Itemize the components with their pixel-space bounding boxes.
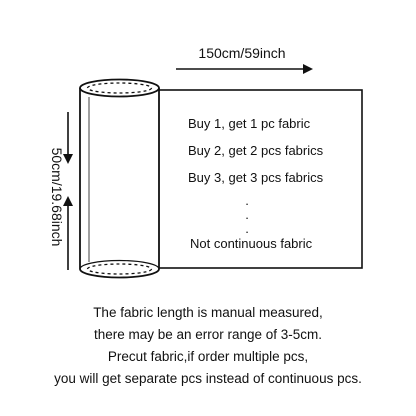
fabric-roll: [79, 78, 160, 279]
continuation-dot-1: .: [245, 193, 249, 208]
continuation-dot-3: .: [245, 221, 249, 236]
fabric-roll-body: [80, 88, 159, 269]
notes-block: The fabric length is manual measured, th…: [0, 302, 416, 390]
note-line-3: Precut fabric,if order multiple pcs,: [107, 349, 309, 364]
fabric-roll-bottom-arc: [79, 268, 160, 279]
fabric-roll-bottom-core: [86, 263, 153, 275]
note-line-1: The fabric length is manual measured,: [93, 305, 323, 320]
offer-line-3: Buy 3, get 3 pcs fabrics: [188, 170, 324, 185]
fabric-roll-bottom-back-arc: [79, 259, 160, 270]
offer-line-2: Buy 2, get 2 pcs fabrics: [188, 143, 324, 158]
fabric-roll-top-ellipse: [79, 78, 160, 98]
continuation-dot-2: .: [245, 207, 249, 222]
fabric-sheet: [157, 89, 363, 269]
note-line-2: there may be an error range of 3-5cm.: [93, 327, 323, 342]
note-line-4: you will get separate pcs instead of con…: [54, 371, 362, 386]
width-dimension-label: 150cm/59inch: [198, 45, 285, 61]
height-dimension-label: 50cm/19.68inch: [49, 148, 65, 247]
fabric-roll-top-core: [86, 82, 153, 94]
offer-line-1: Buy 1, get 1 pc fabric: [188, 116, 311, 131]
not-continuous-label: Not continuous fabric: [190, 236, 313, 251]
